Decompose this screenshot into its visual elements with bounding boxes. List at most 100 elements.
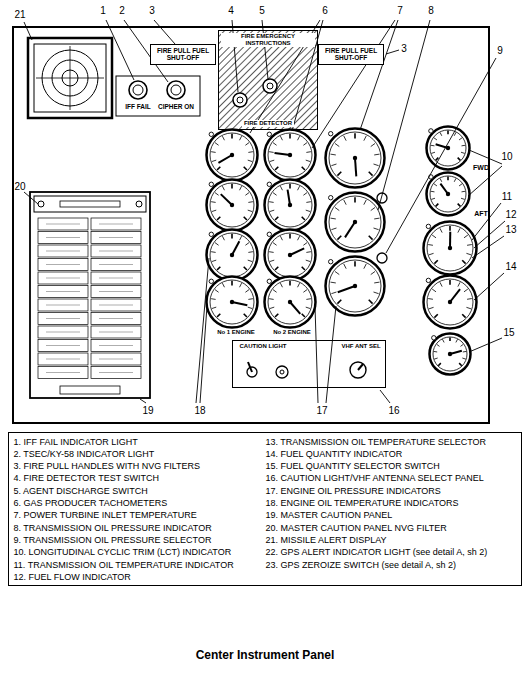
gauge-needle — [449, 232, 451, 248]
gauge-tick — [458, 158, 461, 161]
gauge-tick — [248, 210, 252, 211]
gauge-face — [430, 130, 466, 166]
gauge-tick — [464, 289, 468, 292]
node-text: 7. POWER TURBINE INLET TEMPERATURE — [14, 510, 197, 520]
caution-cell-mark — [46, 332, 80, 333]
leader-line — [196, 258, 209, 403]
gauge-tick — [434, 358, 437, 359]
gauge-tick — [217, 314, 220, 317]
caution-cell-mark — [99, 345, 133, 346]
caution-cell-mark — [99, 305, 133, 306]
gauge-tick — [306, 307, 310, 308]
gauge-tick — [354, 133, 356, 138]
gauge-needle — [232, 241, 239, 255]
callout-number: 3 — [401, 44, 407, 54]
node-text: 15. FUEL QUANTITY SELECTOR SWITCH — [266, 461, 440, 471]
gauge-hub — [288, 300, 292, 304]
gauge-needle — [288, 190, 290, 205]
node-text: 10. LONGITUDINAL CYCLIC TRIM (LCT) INDIC… — [14, 547, 232, 557]
caution-cell-mark — [99, 359, 133, 360]
master-caution-panel — [30, 192, 150, 398]
gauge-tick — [462, 260, 465, 263]
gauge-tick — [275, 267, 278, 270]
direction-label: AFT — [474, 210, 488, 217]
gauge-tick — [440, 228, 442, 232]
gauge-tick — [466, 307, 471, 308]
gauge-tick — [306, 151, 311, 153]
mounting-screw — [267, 232, 271, 236]
gauge-face — [210, 133, 254, 177]
gauge-tick — [354, 261, 356, 266]
caution-cell-mark — [99, 264, 133, 265]
gauge-tick — [335, 207, 339, 210]
caution-cell — [91, 340, 141, 352]
node-text: FIRE EMERGENCY INSTRUCTIONS — [221, 33, 315, 47]
leader-line — [386, 58, 496, 253]
gauge-tick — [212, 160, 216, 161]
gauge-bezel — [207, 130, 258, 181]
gauge-tick — [248, 307, 252, 308]
gauge-tick — [222, 283, 224, 287]
gauge-face — [329, 196, 381, 248]
caution-cell — [91, 232, 141, 244]
gauge-tick — [215, 243, 219, 246]
leader-line — [140, 399, 146, 403]
gauge-tick — [449, 337, 451, 341]
gauge-tick — [298, 136, 300, 140]
caution-cell — [38, 340, 88, 352]
gauge-tick — [344, 136, 346, 141]
gauge-needle — [355, 158, 356, 176]
gauge-bezel — [424, 222, 477, 275]
gauge-hub — [230, 153, 234, 157]
gauge-face — [430, 176, 466, 212]
gauge-face — [329, 132, 381, 184]
gauge-tick — [248, 160, 252, 161]
gauge-hub — [288, 253, 292, 257]
gauge-tick — [337, 172, 341, 176]
gauge-tick — [371, 207, 375, 210]
gauge-tick — [275, 167, 278, 170]
mounting-screw — [329, 260, 333, 264]
gauge-tick — [269, 251, 274, 253]
callout-number: 4 — [228, 6, 234, 16]
gauge-tick — [212, 210, 216, 211]
gauge-tick — [306, 251, 311, 253]
caution-cell-mark — [99, 332, 133, 333]
gauge-needle — [338, 286, 355, 292]
gauge-tick — [456, 339, 458, 342]
caution-cell — [91, 353, 141, 365]
gauge-tick — [437, 344, 440, 346]
gauge-tick — [440, 282, 442, 286]
gauge-tick — [434, 184, 437, 186]
fire-pull-handle: FIRE PULL FUEL SHUT-OFF — [318, 44, 384, 65]
gauge-tick — [270, 160, 274, 161]
gauge-tick — [436, 158, 439, 161]
caution-cell-mark — [99, 224, 133, 225]
gauge-tick — [303, 290, 307, 293]
gauge-hub — [230, 203, 234, 207]
node-text: IFF FAIL — [125, 103, 151, 110]
gauge-bezel — [265, 130, 316, 181]
caution-cell — [91, 367, 141, 379]
gauge-hub — [288, 203, 292, 207]
caution-cell — [91, 245, 141, 257]
callout-number: 10 — [501, 152, 512, 162]
node-text: FIRE PULL FUEL SHUT-OFF — [153, 47, 213, 62]
gauge-tick — [374, 218, 379, 220]
gauge-tick — [440, 132, 442, 135]
gauge-tick — [369, 236, 373, 240]
node-text: 13. TRANSMISSION OIL TEMPERATURE SELECTO… — [266, 437, 487, 447]
gauge-tick — [240, 283, 242, 287]
gauge-tick — [447, 131, 449, 135]
gauge-tick — [371, 271, 375, 274]
gauge-tick — [459, 363, 462, 366]
gauge-needle — [290, 248, 304, 255]
callout-number: 20 — [14, 182, 25, 192]
gauge-tick — [373, 164, 378, 166]
mounting-screw — [426, 224, 430, 228]
gauge-bezel — [265, 277, 316, 328]
mounting-screw — [267, 182, 271, 186]
gauge-tick — [244, 217, 247, 220]
caution-cell-mark — [46, 345, 80, 346]
gauge-tick — [212, 307, 216, 308]
